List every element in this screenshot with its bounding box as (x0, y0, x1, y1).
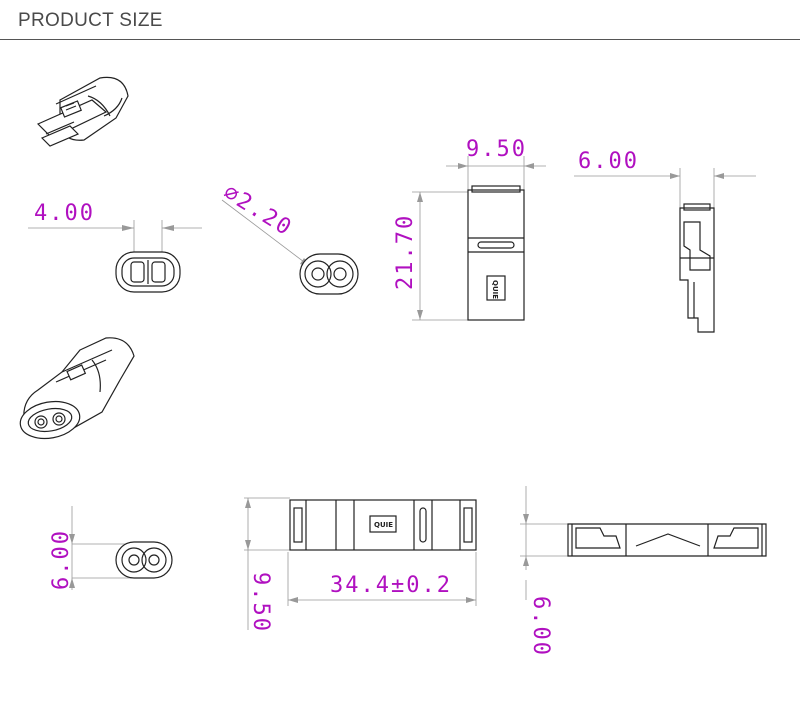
page-title: PRODUCT SIZE (18, 10, 163, 31)
dim-pair-width: 9.50 (248, 572, 273, 633)
dim-single-length: 21.70 (393, 214, 418, 290)
dim-hole-diameter: ∅2.20 (219, 180, 297, 242)
dim-pin-pitch: 4.00 (34, 201, 95, 226)
connector-3d-view-joined (19, 337, 135, 440)
end-height-view (69, 506, 173, 590)
single-side-view (574, 168, 756, 333)
dim-top-width: 9.50 (466, 137, 527, 162)
pair-top-view: QUIE (244, 497, 477, 630)
dim-side-depth: 6.00 (578, 149, 639, 174)
single-top-view: QUIE (412, 156, 546, 321)
dim-end-height: 6.00 (49, 529, 74, 590)
connector-3d-view-single (36, 76, 129, 147)
hole-diameter-view (221, 199, 359, 295)
svg-text:QUIE: QUIE (491, 280, 499, 299)
dim-pair-side-depth: 6.00 (528, 596, 553, 657)
dim-pair-length: 34.4±0.2 (330, 573, 452, 598)
pair-side-view (520, 486, 767, 600)
pin-pitch-view (28, 220, 202, 293)
svg-text:QUIE: QUIE (374, 521, 393, 529)
header-divider (0, 39, 800, 40)
